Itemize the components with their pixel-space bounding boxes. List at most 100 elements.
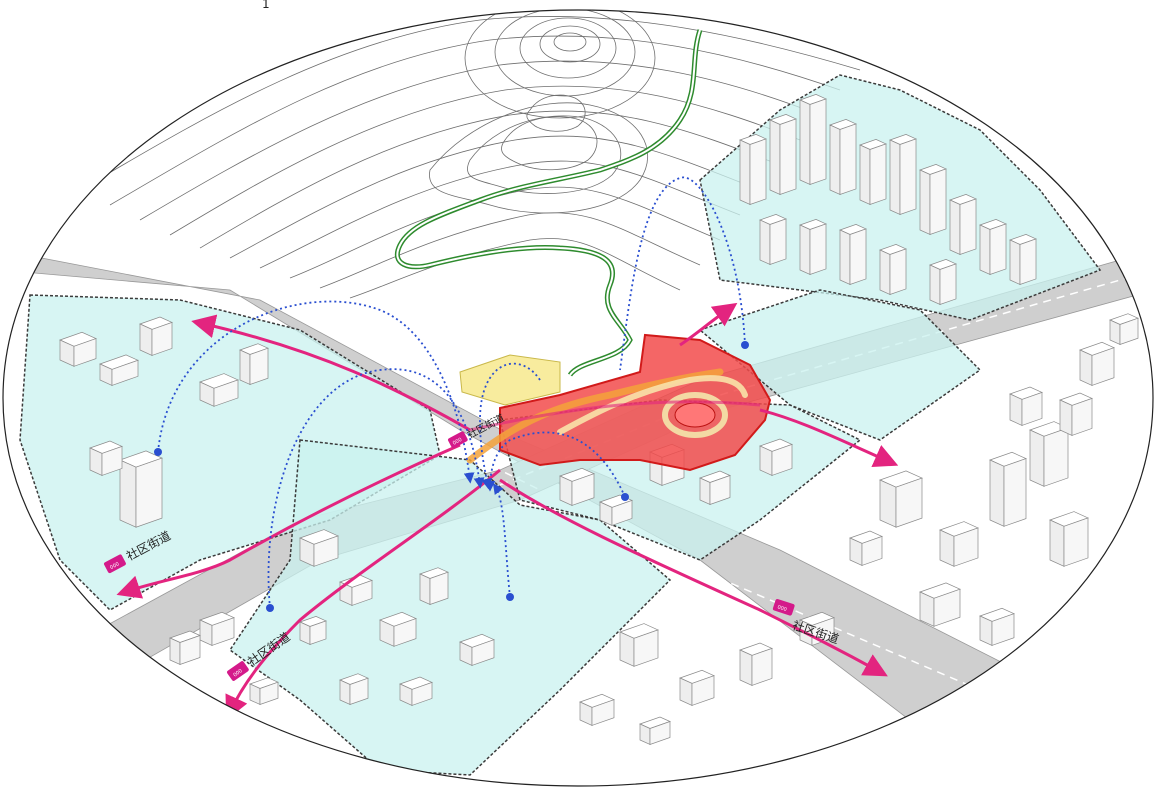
building-face: [979, 615, 993, 646]
building-face: [1119, 317, 1139, 345]
building-face: [933, 588, 961, 627]
street-badge-text: 000: [452, 437, 463, 447]
building-face: [1003, 458, 1027, 527]
building-face: [799, 99, 811, 186]
building-face: [809, 98, 827, 185]
building-face: [949, 199, 961, 256]
zone-east-upper: [698, 289, 982, 441]
building-face: [1019, 238, 1037, 285]
building-face: [749, 138, 767, 205]
building-face: [889, 248, 907, 295]
top-caption: 1: [262, 0, 270, 11]
building-face: [953, 527, 979, 567]
street-badge-text: 000: [232, 668, 243, 678]
building-face: [393, 618, 417, 647]
building-face: [989, 223, 1007, 275]
building-face: [471, 639, 495, 666]
building-face: [751, 647, 773, 686]
building-face: [839, 123, 857, 195]
blue-links: [157, 176, 746, 609]
building-face: [989, 459, 1005, 527]
building-face: [633, 629, 659, 667]
street-badge: [227, 661, 249, 681]
building-face: [571, 473, 595, 506]
building-face: [1029, 429, 1045, 487]
building-face: [1009, 239, 1021, 286]
building-face: [135, 457, 163, 528]
building-face: [151, 321, 173, 356]
street-badge-text: 000: [109, 561, 120, 571]
building-face: [619, 631, 635, 667]
building-face: [429, 571, 449, 605]
building-face: [859, 144, 871, 206]
street-badge: [448, 431, 468, 449]
building-face: [1021, 391, 1043, 426]
building-face: [849, 228, 867, 285]
building-face: [829, 124, 841, 196]
street-badge: [104, 554, 126, 574]
pink-routes: [116, 302, 899, 721]
building-face: [769, 119, 781, 196]
building-blocks: [59, 94, 1139, 746]
building-face: [559, 475, 573, 506]
building-face: [1079, 349, 1093, 386]
building-face: [259, 681, 279, 705]
building-face: [771, 443, 793, 476]
building-face: [1043, 427, 1069, 487]
building-face: [899, 138, 917, 215]
building-face: [739, 139, 751, 206]
building-face: [169, 637, 181, 666]
building-face: [1109, 319, 1121, 346]
building-face: [73, 338, 97, 367]
building-face: [939, 529, 955, 567]
building-face: [779, 118, 797, 195]
blue-dots: [154, 341, 749, 612]
hill-trail: [395, 29, 703, 377]
building-face: [213, 379, 239, 407]
building-face: [919, 169, 931, 236]
building-face: [119, 459, 137, 528]
building-face: [249, 347, 269, 385]
building-face: [1059, 399, 1073, 436]
building-face: [111, 359, 139, 386]
building-face: [309, 620, 327, 645]
building-face: [699, 477, 711, 506]
building-face: [861, 535, 883, 566]
building-face: [919, 591, 935, 627]
building-face: [1009, 393, 1023, 426]
building-face: [419, 573, 431, 606]
building-face: [929, 264, 941, 306]
building-face: [1049, 519, 1065, 567]
building-face: [809, 223, 827, 275]
building-face: [339, 679, 351, 706]
building-face: [769, 218, 787, 265]
map-boundary: [2, 9, 1154, 787]
building-face: [211, 617, 235, 646]
building-face: [839, 229, 851, 286]
building-face: [799, 224, 811, 276]
building-face: [739, 649, 753, 686]
street-badge: [772, 599, 795, 616]
building-face: [139, 323, 153, 356]
building-face: [691, 675, 715, 706]
building-face: [959, 198, 977, 255]
building-face: [929, 168, 947, 235]
building-face: [939, 263, 957, 305]
building-face: [1071, 397, 1093, 436]
building-face: [611, 499, 633, 526]
building-face: [759, 219, 771, 266]
building-face: [349, 677, 369, 705]
building-face: [101, 445, 123, 476]
building-face: [759, 445, 773, 476]
building-face: [889, 139, 901, 216]
building-face: [869, 143, 887, 205]
building-face: [991, 613, 1015, 646]
building-face: [313, 535, 339, 567]
building-face: [1091, 347, 1115, 386]
orange-routes: [466, 368, 748, 464]
building-face: [239, 349, 251, 386]
building-face: [591, 699, 615, 726]
building-face: [879, 479, 897, 528]
